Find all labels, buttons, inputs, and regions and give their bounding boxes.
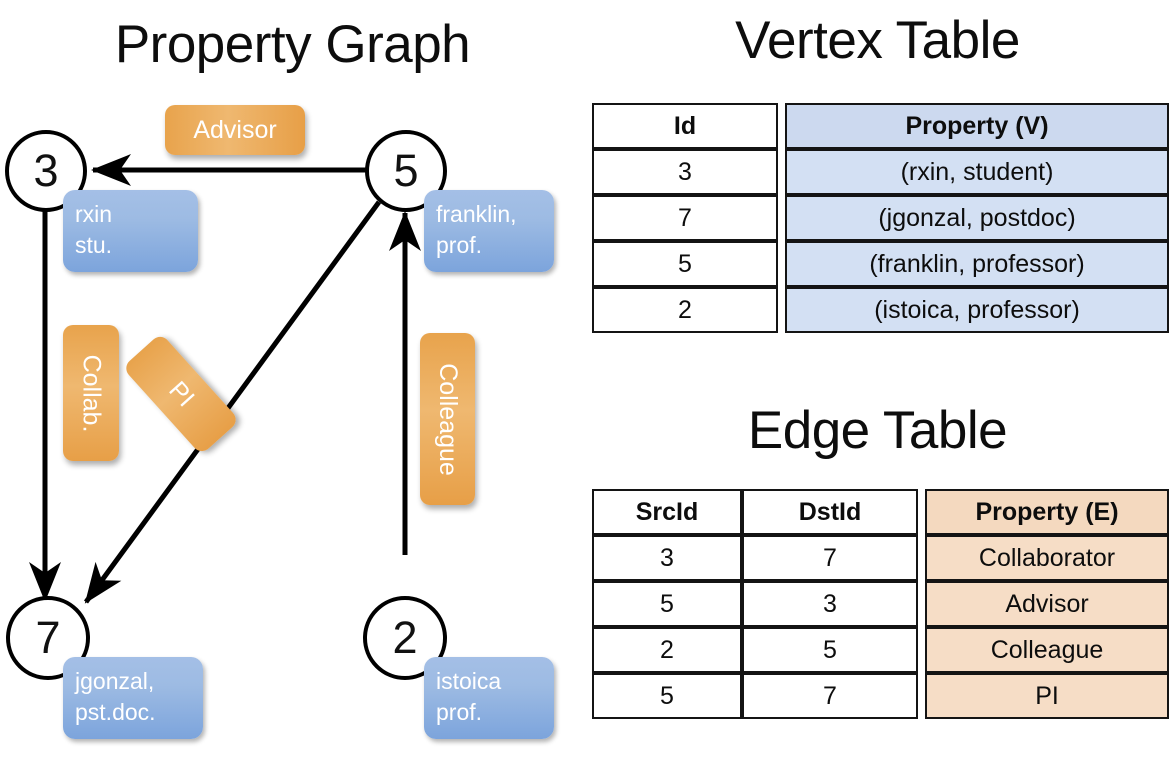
table-row[interactable]: 5 (franklin, professor)	[592, 241, 1169, 287]
graph-node-5-role: prof.	[436, 232, 483, 259]
graph-node-7-property-box: jgonzal, pst.doc.	[63, 657, 203, 739]
graph-node-3-name: rxin	[75, 201, 113, 227]
edge-table-header-property: Property (E)	[925, 489, 1169, 535]
vertex-table-header-id: Id	[592, 103, 778, 149]
edge-cell-srcid: 5	[592, 581, 742, 627]
graph-edge-label-pi-text: PI	[163, 375, 200, 412]
edge-table: SrcId DstId Property (E) 3 7 Collaborato…	[592, 489, 1169, 719]
graph-edge-label-colleague: Colleague	[420, 333, 475, 505]
graph-node-7-role: pst.doc.	[75, 699, 156, 726]
vertex-cell-property: (istoica, professor)	[785, 287, 1169, 333]
edge-cell-srcid: 3	[592, 535, 742, 581]
edge-table-column-gap	[918, 627, 925, 673]
edge-table-header-row: SrcId DstId Property (E)	[592, 489, 1169, 535]
vertex-cell-id: 7	[592, 195, 778, 241]
property-graph-diagram: 3 rxin stu. 5 franklin, prof. 7 jgonzal,…	[0, 85, 585, 760]
table-row[interactable]: 2 5 Colleague	[592, 627, 1169, 673]
graph-edge-label-colleague-text: Colleague	[434, 362, 462, 476]
vertex-table: Id Property (V) 3 (rxin, student) 7 (jgo…	[592, 103, 1169, 333]
graph-edge-5-to-7	[83, 200, 382, 604]
vertex-table-column-gap	[778, 287, 785, 333]
vertex-cell-id: 5	[592, 241, 778, 287]
table-row[interactable]: 5 7 PI	[592, 673, 1169, 719]
graph-node-3[interactable]: 3	[5, 130, 87, 212]
graph-node-5-property-box: franklin, prof.	[424, 190, 554, 272]
table-row[interactable]: 5 3 Advisor	[592, 581, 1169, 627]
edge-table-column-gap	[918, 581, 925, 627]
graph-node-2-property-box: istoica prof.	[424, 657, 554, 739]
graph-node-3-label: 3	[33, 145, 59, 196]
vertex-table-header-row: Id Property (V)	[592, 103, 1169, 149]
graph-node-5-label: 5	[393, 145, 419, 196]
edge-cell-dstid: 7	[742, 535, 918, 581]
edge-cell-property: Colleague	[925, 627, 1169, 673]
graph-node-7-name: jgonzal,	[75, 668, 155, 694]
graph-node-5-name: franklin,	[436, 201, 517, 227]
vertex-cell-id: 3	[592, 149, 778, 195]
edge-cell-srcid: 2	[592, 627, 742, 673]
graph-edge-label-collab-text: Collab.	[77, 354, 106, 432]
graph-node-7-label: 7	[35, 612, 61, 663]
page-title-vertex-table: Vertex Table	[735, 11, 1020, 70]
page-title-property-graph: Property Graph	[114, 15, 471, 74]
table-row[interactable]: 2 (istoica, professor)	[592, 287, 1169, 333]
graph-node-2-name: istoica	[436, 668, 502, 694]
edge-table-header-srcid: SrcId	[592, 489, 742, 535]
graph-node-5[interactable]: 5	[365, 130, 447, 212]
page-title-edge-table: Edge Table	[747, 401, 1008, 460]
table-row[interactable]: 3 7 Collaborator	[592, 535, 1169, 581]
table-row[interactable]: 7 (jgonzal, postdoc)	[592, 195, 1169, 241]
edge-table-column-gap	[918, 535, 925, 581]
vertex-table-header-property: Property (V)	[785, 103, 1169, 149]
edge-cell-property: Advisor	[925, 581, 1169, 627]
vertex-cell-property: (rxin, student)	[785, 149, 1169, 195]
edge-cell-dstid: 5	[742, 627, 918, 673]
vertex-table-column-gap	[778, 195, 785, 241]
vertex-table-column-gap	[778, 103, 785, 149]
vertex-cell-property: (jgonzal, postdoc)	[785, 195, 1169, 241]
edge-cell-dstid: 7	[742, 673, 918, 719]
vertex-cell-id: 2	[592, 287, 778, 333]
edge-table-header-dstid: DstId	[742, 489, 918, 535]
graph-node-2-label: 2	[392, 612, 418, 663]
graph-edges-layer	[29, 154, 421, 604]
graph-node-3-role: stu.	[75, 232, 113, 259]
vertex-table-column-gap	[778, 149, 785, 195]
vertex-table-column-gap	[778, 241, 785, 287]
edge-table-column-gap	[918, 673, 925, 719]
edge-table-column-gap	[918, 489, 925, 535]
edge-cell-srcid: 5	[592, 673, 742, 719]
graph-node-2-role: prof.	[436, 699, 483, 726]
graph-node-3-property-box: rxin stu.	[63, 190, 198, 272]
graph-edge-label-collab: Collab.	[63, 325, 119, 461]
table-row[interactable]: 3 (rxin, student)	[592, 149, 1169, 195]
edge-cell-dstid: 3	[742, 581, 918, 627]
edge-cell-property: PI	[925, 673, 1169, 719]
vertex-cell-property: (franklin, professor)	[785, 241, 1169, 287]
graph-edge-label-advisor-text: Advisor	[193, 115, 277, 144]
edge-cell-property: Collaborator	[925, 535, 1169, 581]
graph-edge-label-advisor: Advisor	[165, 105, 305, 155]
